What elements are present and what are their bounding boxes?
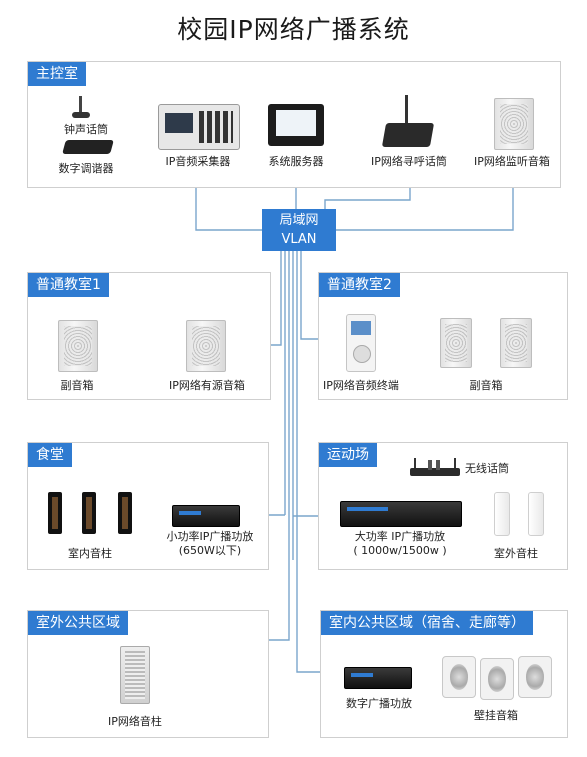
bell-mic-label: 钟声话筒 xyxy=(64,123,108,136)
sub-speaker-icon xyxy=(58,320,98,372)
big-amp-line1: 大功率 IP广播功放 xyxy=(354,530,446,543)
ip-audio-collector-icon xyxy=(158,104,240,150)
ip-column-icon xyxy=(120,646,150,704)
system-server-icon xyxy=(268,104,324,146)
vlan-line1: 局域网 xyxy=(279,213,319,228)
panel-header: 食堂 xyxy=(28,443,72,467)
panel-header: 运动场 xyxy=(319,443,377,467)
small-amp-line1: 小功率IP广播功放 xyxy=(166,530,254,543)
indoor-column-label: 室内音柱 xyxy=(68,547,112,560)
system-server-label: 系统服务器 xyxy=(268,155,324,168)
wall-speaker-icon-2 xyxy=(480,658,514,700)
small-ip-amp-label: 小功率IP广播功放 (650W以下) xyxy=(158,530,262,558)
outdoor-column-label: 室外音柱 xyxy=(494,547,538,560)
indoor-column-icon-3 xyxy=(118,492,132,534)
panel-header: 普通教室2 xyxy=(319,273,400,297)
outdoor-column-icon-1 xyxy=(494,492,510,536)
lan-links xyxy=(175,168,514,673)
small-amp-line2: (650W以下) xyxy=(178,544,242,557)
wall-speaker-icon-3 xyxy=(518,656,552,698)
panel-header: 主控室 xyxy=(28,62,86,86)
link-monitor-vlan xyxy=(336,168,514,231)
big-ip-amp-label: 大功率 IP广播功放 ( 1000w/1500w ) xyxy=(330,530,470,558)
bell-mic-icon xyxy=(72,96,90,120)
big-amp-line2: ( 1000w/1500w ) xyxy=(353,544,447,557)
ip-monitor-speaker-icon xyxy=(494,98,534,150)
ip-audio-terminal-label: IP网络音频终端 xyxy=(323,379,399,392)
wall-speaker-label: 壁挂音箱 xyxy=(474,709,518,722)
vlan-line2: VLAN xyxy=(281,232,317,247)
outdoor-column-icon-2 xyxy=(528,492,544,536)
panel-header: 室内公共区域（宿舍、走廊等） xyxy=(321,611,533,635)
sub-speaker-icon-1 xyxy=(440,318,472,368)
sub-speaker-label: 副音箱 xyxy=(60,379,94,392)
digital-mixer-label: 数字调谐器 xyxy=(58,162,114,175)
small-ip-amp-icon xyxy=(172,505,240,527)
panel-header: 普通教室1 xyxy=(28,273,109,297)
digital-amp-icon xyxy=(344,667,412,689)
link-collector-vlan xyxy=(195,168,262,231)
ip-audio-collector-label: IP音频采集器 xyxy=(165,155,231,168)
ip-column-label: IP网络音柱 xyxy=(108,715,162,728)
wireless-mic-icon xyxy=(410,458,460,476)
ip-paging-mic-icon xyxy=(381,95,435,149)
ip-audio-terminal-icon xyxy=(346,314,376,372)
indoor-column-icon-1 xyxy=(48,492,62,534)
page-title: 校园IP网络广播系统 xyxy=(177,15,410,44)
digital-amp-label: 数字广播功放 xyxy=(346,697,412,710)
sub-speaker-icon-2 xyxy=(500,318,532,368)
big-ip-amp-icon xyxy=(340,501,462,527)
sub-speaker-label: 副音箱 xyxy=(469,379,503,392)
ip-paging-mic-label: IP网络寻呼话筒 xyxy=(371,155,447,168)
indoor-column-icon-2 xyxy=(82,492,96,534)
wall-speaker-icon-1 xyxy=(442,656,476,698)
vlan-node: 局域网 VLAN xyxy=(262,209,336,251)
digital-mixer-icon xyxy=(62,140,114,154)
wireless-mic-label: 无线话筒 xyxy=(465,462,509,475)
panel-header: 室外公共区域 xyxy=(28,611,128,635)
ip-active-speaker-icon xyxy=(186,320,226,372)
ip-monitor-speaker-label: IP网络监听音箱 xyxy=(474,155,550,168)
ip-active-speaker-label: IP网络有源音箱 xyxy=(169,379,245,392)
